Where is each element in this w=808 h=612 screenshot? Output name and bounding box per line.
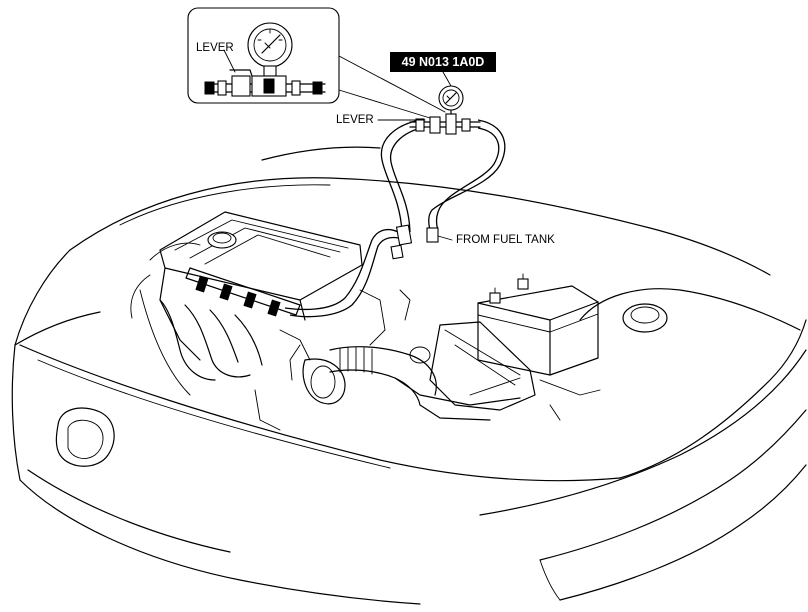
battery: [477, 273, 599, 376]
fuel-injectors: [195, 275, 281, 317]
fuel-tank-leader-line: [437, 235, 453, 241]
engine-cylinder-head: [130, 211, 363, 396]
from-fuel-tank-label: FROM FUEL TANK: [456, 234, 555, 246]
gauge-lever: [429, 116, 441, 134]
lever-label: LEVER: [336, 114, 374, 126]
fuel-hose-from-tank: [426, 119, 506, 243]
engine-bay-details: [254, 289, 601, 431]
car-body-outline: [11, 146, 807, 605]
part-number-box: [390, 52, 496, 72]
fuel-pressure-gauge: [409, 85, 481, 135]
inset-lever-body: [231, 75, 251, 97]
fuel-hose-to-engine: [284, 119, 426, 318]
part-number-callout: 49 N013 1A0D: [390, 52, 496, 87]
part-number-label: 49 N013 1A0D: [402, 55, 485, 69]
air-cleaner-box: [409, 321, 536, 411]
gauge-detail-inset: [187, 7, 446, 119]
inset-lever-label: LEVER: [196, 42, 234, 54]
